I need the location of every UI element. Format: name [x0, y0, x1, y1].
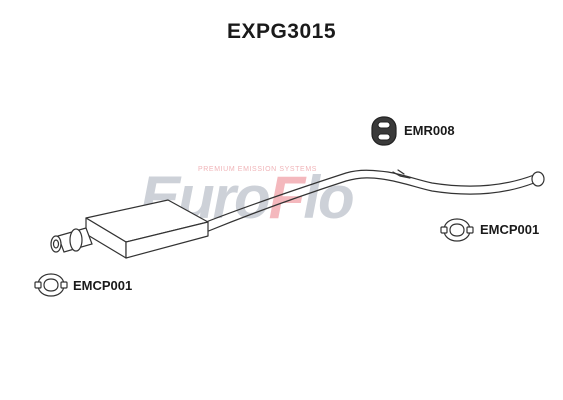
silencer-side — [125, 221, 209, 259]
clamp-icon — [440, 218, 474, 242]
inlet-flange — [69, 228, 83, 252]
watermark-tagline: PREMIUM EMISSION SYSTEMS — [198, 166, 318, 173]
rubber-mount-icon — [371, 116, 397, 146]
hanger-bracket-2 — [397, 169, 405, 175]
pipe-lower-edge — [205, 177, 535, 233]
part-label-emcp001-left: EMCP001 — [73, 278, 133, 293]
pipe-outlet-end — [531, 171, 545, 187]
part-label-emr008: EMR008 — [404, 123, 455, 138]
hanger-bracket — [392, 171, 411, 179]
watermark-brand-end: lo — [303, 164, 354, 231]
part-label-emcp001-right: EMCP001 — [480, 222, 540, 237]
clamp-icon — [34, 273, 68, 297]
pipe-upper-edge — [205, 169, 535, 223]
part-number-title: EXPG3015 — [226, 20, 337, 43]
inlet-inner — [52, 239, 60, 249]
